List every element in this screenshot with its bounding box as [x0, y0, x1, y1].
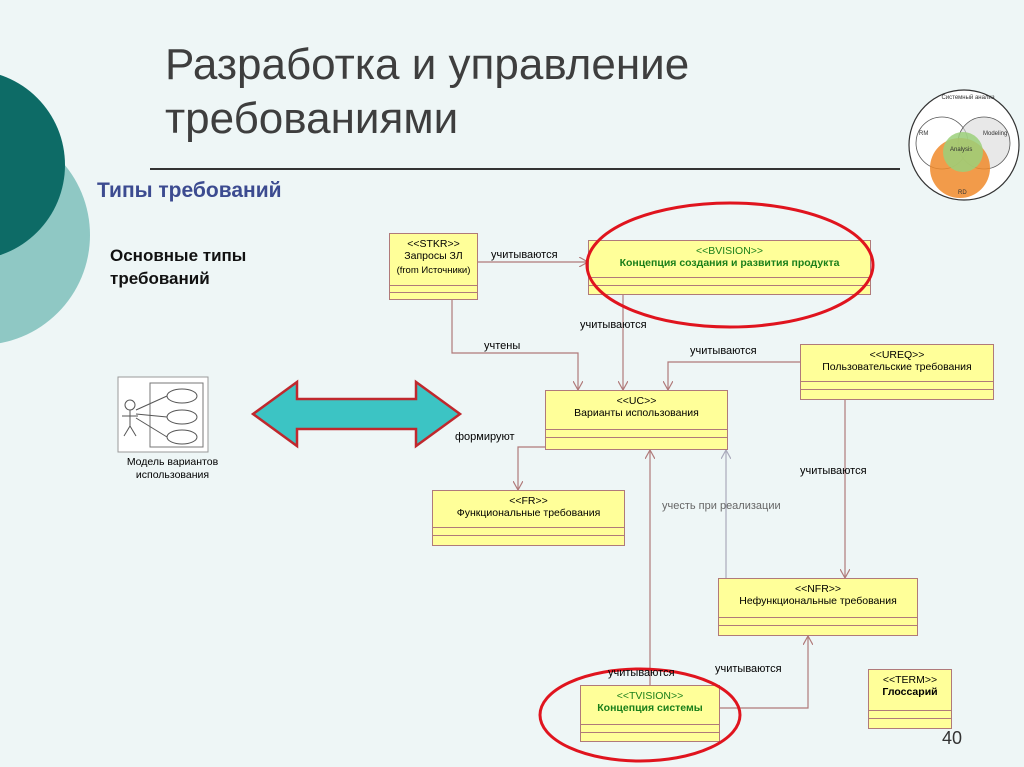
fr-stereotype: <<FR>>: [509, 495, 548, 507]
stkr-stereotype: <<STKR>>: [407, 238, 460, 250]
ureq-name: Пользовательские требования: [822, 361, 972, 373]
uc-compartment-line: [546, 429, 727, 430]
nfr-compartment-line: [719, 617, 917, 618]
term-stereotype: <<TERM>>: [882, 674, 938, 686]
logo-modeling-label: Modeling: [983, 131, 1008, 137]
logo-rd-label: RD: [958, 190, 967, 196]
nfr-compartment-line: [719, 625, 917, 626]
logo-rm-label: RM: [919, 131, 929, 137]
stkr-compartment-line: [390, 292, 477, 293]
tvision-highlight: [538, 667, 742, 763]
label-stkr-uc: учтены: [484, 340, 521, 352]
label-tvision-uc: учитываются: [608, 667, 675, 679]
section-subtitle: Типы требований: [97, 179, 282, 202]
fr-compartment-line: [433, 527, 624, 528]
fr-compartment-line: [433, 535, 624, 536]
uc-compartment-line: [546, 437, 727, 438]
logo-title: Системный анализ: [941, 95, 995, 101]
label-ureq-nfr: учитываются: [800, 465, 867, 477]
title-divider: [150, 168, 900, 170]
tvision-name: Концепция системы: [597, 702, 703, 714]
fr-box[interactable]: <<FR>> Функциональные требования: [432, 490, 625, 546]
bvision-stereotype: <<BVISION>>: [695, 245, 764, 257]
use-case-model-caption: Модель вариантов использования: [126, 456, 219, 481]
edge-uc-fr: [518, 446, 545, 490]
label-tvision-nfr: учитываются: [715, 663, 782, 675]
uc-name: Варианты использования: [574, 407, 699, 419]
tvision-box[interactable]: <<TVISION>> Концепция системы: [580, 685, 720, 742]
term-box[interactable]: <<TERM>> Глоссарий: [868, 669, 952, 729]
tvision-stereotype: <<TVISION>>: [616, 690, 684, 702]
nfr-name: Нефункциональные требования: [739, 595, 897, 607]
term-compartment-line: [869, 718, 951, 719]
edge-ureq-uc: [668, 361, 800, 390]
tvision-compartment-line: [581, 724, 719, 725]
uc-box[interactable]: <<UC>> Варианты использования: [545, 390, 728, 450]
stkr-box[interactable]: <<STKR>> Запросы ЗЛ (from Источники): [389, 233, 478, 300]
tvision-compartment-line: [581, 732, 719, 733]
fr-name: Функциональные требования: [456, 507, 601, 519]
label-ureq-uc: учитываются: [690, 345, 757, 357]
ureq-compartment-line: [801, 389, 993, 390]
stkr-note: (from Источники): [396, 265, 471, 276]
page-title: Разработка и управление требованиями: [165, 40, 690, 143]
ureq-box[interactable]: <<UREQ>> Пользовательские требования: [800, 344, 994, 400]
uc-stereotype: <<UC>>: [616, 395, 657, 407]
bvision-highlight: [585, 201, 875, 329]
nfr-stereotype: <<NFR>>: [794, 583, 842, 595]
page-number: 40: [942, 728, 963, 748]
term-compartment-line: [869, 710, 951, 711]
nfr-box[interactable]: <<NFR>> Нефункциональные требования: [718, 578, 918, 636]
label-uc-fr: формируют: [455, 431, 515, 443]
bvision-compartment-line: [589, 285, 870, 286]
bvision-name: Концепция создания и развития продукта: [619, 257, 840, 269]
ureq-stereotype: <<UREQ>>: [869, 349, 925, 361]
logo-analysis-label: Analysis: [950, 147, 973, 153]
edge-stkr-uc: [451, 300, 578, 390]
edge-tvision-nfr: [720, 636, 808, 709]
ureq-compartment-line: [801, 381, 993, 382]
stkr-name: Запросы ЗЛ: [404, 250, 463, 262]
label-stkr-bvision: учитываются: [491, 249, 558, 261]
label-nfr-uc: учесть при реализации: [662, 500, 781, 512]
bvision-compartment-line: [589, 277, 870, 278]
term-name: Глоссарий: [882, 686, 938, 698]
basic-types-heading: Основные типы требований: [110, 246, 247, 288]
label-bvision-uc: учитываются: [580, 319, 647, 331]
stkr-compartment-line: [390, 285, 477, 286]
